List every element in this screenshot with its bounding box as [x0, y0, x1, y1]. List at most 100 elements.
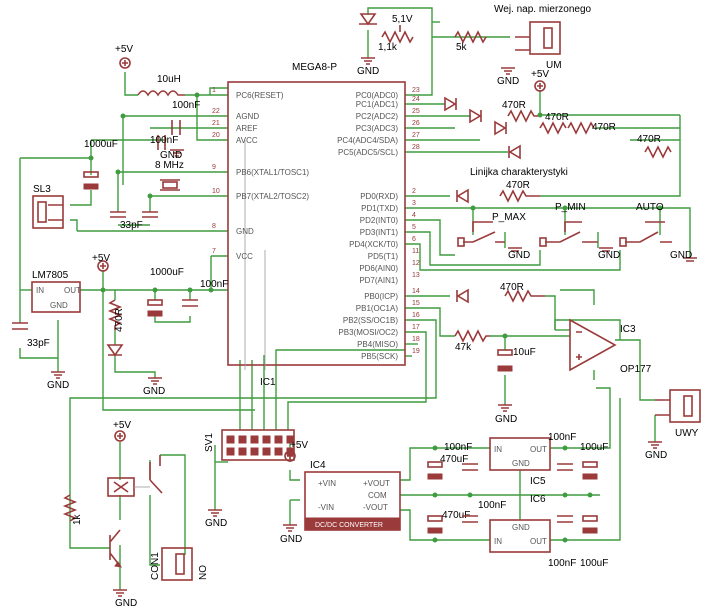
led-bar-3	[494, 120, 507, 136]
potentiometer-1k1	[381, 25, 414, 44]
mcu-pin-number: 17	[412, 324, 420, 331]
mcu-pin-name: PD4(XCK/T0)	[349, 240, 398, 249]
mcu-pin-name: PB6(XTAL1/TOSC1)	[236, 168, 309, 177]
inductor	[137, 90, 185, 97]
ground-4	[361, 57, 375, 65]
mcu-pin-number: 3	[412, 200, 416, 207]
pvin-label: +VIN	[318, 479, 336, 488]
mcu-pin-number: 21	[212, 120, 220, 127]
connector-sl3	[32, 195, 64, 229]
ic5-out: OUT	[530, 445, 547, 454]
mcu-pin-number: 11	[412, 248, 419, 255]
capacitor-100nf-4	[462, 463, 478, 471]
ic5-in: IN	[494, 445, 502, 454]
button-auto[interactable]	[619, 221, 672, 247]
mcu-pin-name: PC3(ADC3)	[356, 124, 399, 133]
mcu-pin-number: 20	[212, 132, 220, 139]
vcc-label-5: +5V	[113, 420, 131, 431]
com-label: COM	[368, 491, 387, 500]
r470-label-2: 470R	[545, 112, 569, 123]
ic6-in: IN	[494, 537, 502, 546]
mcu-pin-number: 15	[412, 300, 420, 307]
mcu-pin-number: 12	[412, 260, 420, 267]
header-pin	[238, 435, 247, 444]
mcu-pin-number: 18	[412, 336, 420, 343]
button-p-max[interactable]	[457, 221, 505, 247]
capacitor-1000uf-1	[83, 171, 99, 190]
gnd-label-8: GND	[205, 518, 227, 529]
mcu-pin-number: 1	[212, 87, 216, 94]
c100u-label-2: 100uF	[580, 558, 608, 569]
relay	[107, 455, 163, 497]
mcu-pin-number: 10	[212, 188, 220, 195]
capacitor-100nf-7	[557, 515, 573, 523]
gnd-label-2: GND	[47, 380, 69, 391]
ground-3	[148, 377, 162, 385]
resistor-470r-4	[644, 145, 672, 159]
header-pin	[226, 435, 235, 444]
r470-label-3: 470R	[592, 122, 616, 133]
ground-9	[283, 524, 297, 532]
dcdc-converter-ic4	[304, 471, 401, 531]
ground-5	[501, 67, 515, 75]
header-pin	[274, 435, 283, 444]
c100n-label-2: 100nF	[150, 135, 178, 146]
capacitor-100uf-2	[582, 515, 598, 534]
sl3-label: SL3	[33, 184, 51, 195]
resistor-470r-3	[567, 121, 595, 135]
auto-label: AUTO	[636, 202, 664, 213]
inductor-label: 10uH	[157, 74, 181, 85]
mcu-pin-name: PC4(ADC4/SDA)	[337, 136, 398, 145]
capacitor-100nf-5	[462, 515, 478, 523]
vcc-symbol-4	[284, 450, 296, 462]
c100n-label-6: 100nF	[548, 432, 576, 443]
ground-6	[498, 404, 512, 412]
vcc-symbol-3	[534, 80, 546, 92]
mcu-pin-name: PB5(SCK)	[361, 352, 398, 361]
c470u-label-1: 470uF	[440, 454, 468, 465]
vcc-label-2: +5V	[92, 253, 110, 264]
resistor-1k	[62, 494, 78, 522]
mcu-pin-name: PD7(AIN1)	[359, 276, 398, 285]
resistor-470r-2	[539, 121, 567, 135]
ground-btn-2	[599, 247, 613, 252]
button-p-min[interactable]	[539, 221, 598, 247]
p-max-label: P_MAX	[492, 212, 526, 223]
ic6-out: OUT	[530, 537, 547, 546]
con1-label: CON1	[150, 552, 161, 580]
header-pin	[262, 435, 271, 444]
capacitor-33pf-b	[142, 211, 158, 218]
capacitor-470uf-1	[427, 461, 443, 480]
mcu-pin-number: 8	[212, 223, 216, 230]
mcu-pin-number: 2	[412, 188, 416, 195]
led-power	[106, 344, 124, 357]
capacitor-100nf-3	[182, 299, 198, 307]
mcu-pin-number: 19	[412, 348, 420, 355]
mcu-pin-number: 4	[412, 212, 416, 219]
um-label: UM	[546, 60, 562, 71]
dcdc-label: DC/DC CONVERTER	[315, 522, 383, 529]
c33p-label-1: 33pF	[120, 220, 143, 231]
mcu-pin-name: PC5(ADC5/SCL)	[338, 148, 398, 157]
mcu-pin-number: 28	[412, 144, 420, 151]
capacitor-1000uf-2	[147, 299, 163, 317]
c100n-label-4: 100nF	[444, 442, 472, 453]
capacitor-100nf-2	[157, 135, 166, 150]
mcu-ic1	[227, 81, 406, 370]
mcu-pin-number: 27	[412, 132, 420, 139]
capacitor-33pf-c	[12, 322, 28, 330]
led-pb0	[456, 288, 469, 304]
c100u-label-1: 100uF	[580, 442, 608, 453]
resistor-5k	[454, 30, 487, 44]
p-min-label: P_MIN	[555, 202, 586, 213]
resistor-470r-5	[499, 189, 540, 203]
vcc-symbol-1	[119, 57, 131, 69]
zener-label: 5,1V	[392, 14, 413, 25]
nvout-label: -VOUT	[363, 503, 388, 512]
mcu-pin-name: PB0(ICP)	[364, 292, 398, 301]
mcu-pin-name: PD0(RXD)	[360, 192, 398, 201]
c100n-label-5: 100nF	[478, 500, 506, 511]
gnd-label-btn3: GND	[670, 250, 692, 261]
header-pin	[262, 447, 271, 456]
